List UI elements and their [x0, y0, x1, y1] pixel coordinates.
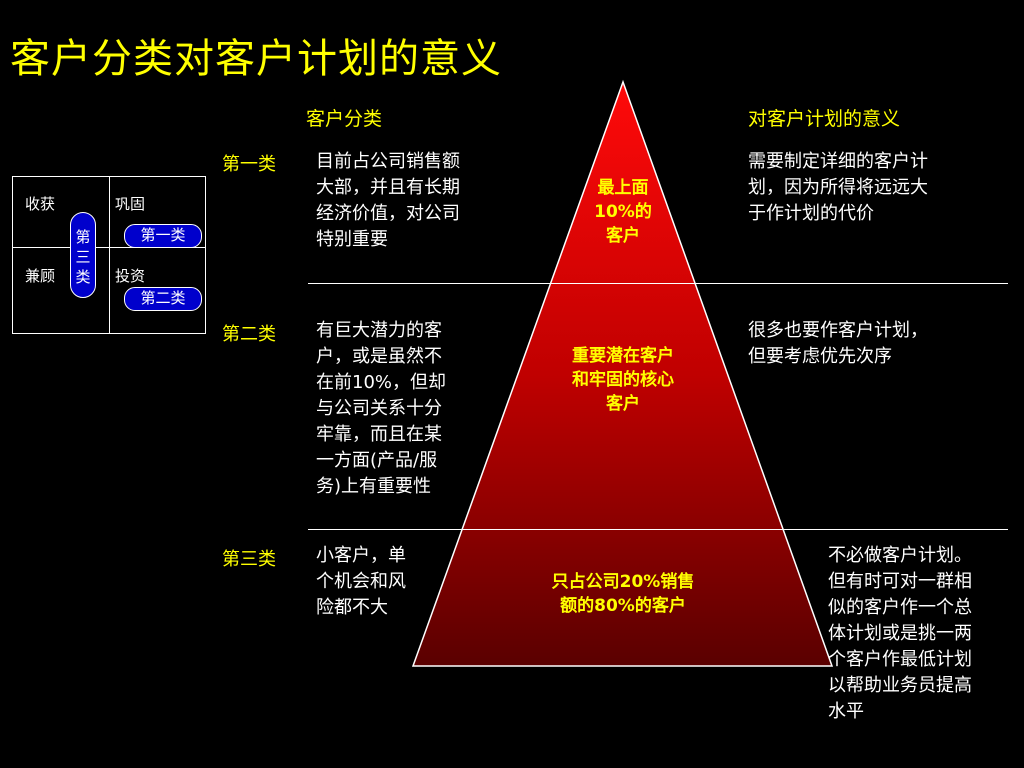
text-line: 个客户作最低计划 — [828, 649, 972, 670]
row-divider-1 — [308, 283, 1008, 284]
row1-description: 目前占公司销售额大部，并且有长期经济价值，对公司特别重要 — [316, 149, 516, 253]
pill-class-two: 第二类 — [124, 287, 202, 311]
text-line: 但有时可对一群相 — [828, 571, 972, 592]
category-label-3: 第三类 — [222, 549, 276, 570]
text-line: 体计划或是挑一两 — [828, 623, 972, 644]
header-meaning: 对客户计划的意义 — [748, 108, 901, 130]
text-line: 有巨大潜力的客 — [316, 320, 442, 341]
pyramid-label-top: 最上面 10%的客户 — [563, 176, 683, 248]
text-line: 需要制定详细的客户计 — [748, 151, 928, 172]
row-divider-2 — [308, 529, 1008, 530]
pyramid-label-middle: 重要潜在客户和牢固的核心客户 — [533, 344, 713, 416]
header-classification: 客户分类 — [306, 108, 383, 130]
grid-cell-invest: 投资 — [115, 267, 146, 285]
text-line: 额的80%的客户 — [560, 596, 686, 616]
page-title: 客户分类对客户计划的意义 — [10, 36, 502, 82]
row3-meaning: 不必做客户计划。但有时可对一群相似的客户作一个总体计划或是挑一两个客户作最低计划… — [828, 543, 1018, 725]
text-line: 特别重要 — [316, 229, 388, 250]
text-line: 一方面(产品/服 — [316, 450, 438, 471]
text-line: 以帮助业务员提高 — [828, 675, 972, 696]
text-line: 目前占公司销售额 — [316, 151, 460, 172]
row2-description: 有巨大潜力的客户，或是虽然不在前10%，但却与公司关系十分牢靠，而且在某一方面(… — [316, 318, 496, 500]
row2-meaning: 很多也要作客户计划， 但要考虑优先次序 — [748, 318, 998, 370]
text-line: 大部，并且有长期 — [316, 177, 460, 198]
row1-meaning: 需要制定详细的客户计划，因为所得将远远大于作计划的代价 — [748, 149, 998, 227]
category-label-2: 第二类 — [222, 324, 276, 345]
text-line: 小客户，单 — [316, 545, 406, 566]
text-line: 不必做客户计划。 — [828, 545, 972, 566]
pyramid-shape — [411, 79, 834, 667]
row3-description: 小客户，单个机会和风险都不大 — [316, 543, 456, 621]
text-line: 似的客户作一个总 — [828, 597, 972, 618]
text-line: 最上面 — [597, 178, 649, 198]
grid-cell-harvest: 收获 — [25, 195, 56, 213]
text-line: 和牢固的核心 — [572, 370, 674, 390]
text-line: 但要考虑优先次序 — [748, 346, 892, 367]
text-line: 客户 — [606, 394, 640, 414]
pill-class-one: 第一类 — [124, 224, 202, 248]
text-line: 牢靠，而且在某 — [316, 424, 442, 445]
text-line: 很多也要作客户计划， — [748, 320, 928, 341]
text-line: 与公司关系十分 — [316, 398, 442, 419]
text-line: 在前10%，但却 — [316, 372, 447, 393]
text-line: 划，因为所得将远远大 — [748, 177, 928, 198]
grid-vertical-line — [109, 177, 110, 333]
grid-cell-consolidate: 巩固 — [115, 195, 146, 213]
text-line: 客户 — [606, 226, 640, 246]
pill-class-three-text: 第三类 — [75, 228, 91, 286]
text-line: 重要潜在客户 — [572, 346, 674, 366]
text-line: 户，或是虽然不 — [316, 346, 442, 367]
grid-horizontal-line — [13, 247, 205, 248]
category-label-1: 第一类 — [222, 154, 276, 175]
text-line: 务)上有重要性 — [316, 476, 432, 497]
quadrant-grid: 收获 巩固 兼顾 投资 — [12, 176, 206, 334]
grid-cell-balance: 兼顾 — [25, 267, 56, 285]
text-line: 经济价值，对公司 — [316, 203, 460, 224]
pill-class-three: 第三类 — [70, 212, 96, 298]
text-line: 险都不大 — [316, 597, 388, 618]
text-line: 个机会和风 — [316, 571, 406, 592]
text-line: 只占公司20%销售 — [551, 572, 695, 592]
text-line: 于作计划的代价 — [748, 203, 874, 224]
text-line: 水平 — [828, 701, 864, 722]
text-line: 10%的 — [594, 202, 652, 222]
pyramid-label-bottom: 只占公司20%销售额的80%的客户 — [508, 570, 738, 618]
